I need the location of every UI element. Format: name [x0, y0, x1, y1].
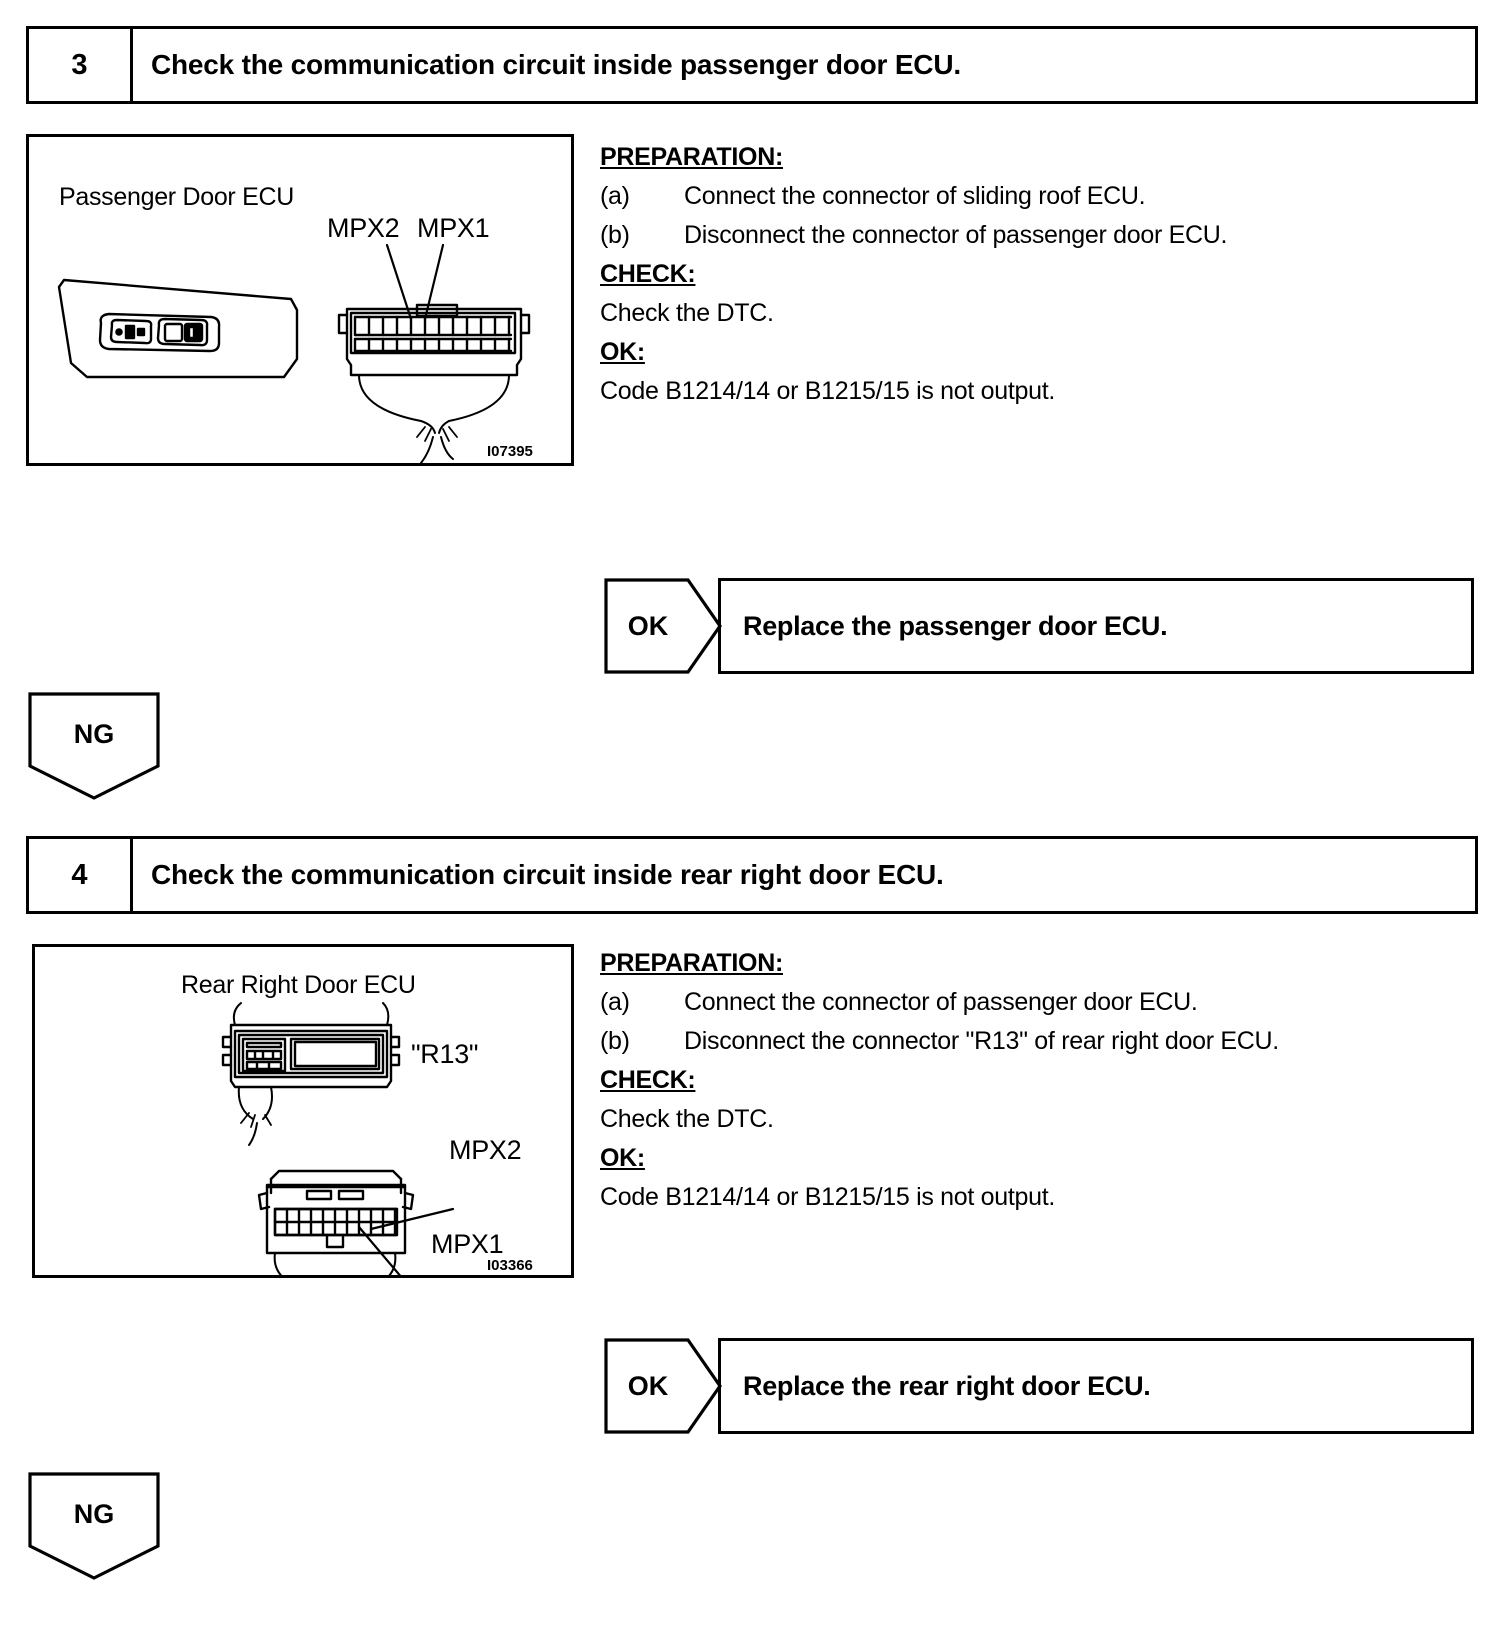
item-text: Disconnect the connector "R13" of rear r…: [684, 1027, 1279, 1055]
step-header-4: 4 Check the communication circuit inside…: [26, 836, 1478, 914]
figure-label-mpx1: MPX1: [431, 1229, 504, 1259]
preparation-item: (a) Connect the connector of sliding roo…: [600, 177, 1460, 216]
check-text: Check the DTC.: [600, 299, 774, 327]
ok-branch-step-3: OK Replace the passenger door ECU.: [604, 578, 1478, 674]
ok-tag-label: OK: [627, 1370, 669, 1401]
item-mark: (b): [600, 1027, 630, 1055]
ok-tag-label: OK: [627, 610, 669, 641]
figure-id: I03366: [487, 1257, 533, 1274]
preparation-heading: PREPARATION:: [600, 143, 783, 171]
ng-badge-label: NG: [73, 1498, 115, 1529]
preparation-item: (a) Connect the connector of passenger d…: [600, 983, 1480, 1022]
check-heading: CHECK:: [600, 1066, 696, 1094]
item-text: Connect the connector of sliding roof EC…: [684, 182, 1146, 210]
result-box: Replace the passenger door ECU.: [718, 578, 1474, 674]
rear-right-door-ecu-drawing: [221, 1002, 455, 1275]
figure-passenger-door-ecu: Passenger Door ECU MPX2 MPX1 I07395: [26, 134, 574, 466]
ok-text: Code B1214/14 or B1215/15 is not output.: [600, 1183, 1056, 1211]
check-heading: CHECK:: [600, 260, 696, 288]
passenger-door-ecu-drawing: [57, 243, 531, 463]
figure-label-mpx2: MPX2: [327, 213, 400, 243]
ng-arrow-shape: [28, 692, 160, 800]
ok-heading: OK:: [600, 338, 645, 366]
ng-badge-label: NG: [73, 718, 115, 749]
step-number: 3: [29, 29, 133, 101]
figure-label-mpx2: MPX2: [449, 1135, 522, 1165]
ok-branch-step-4: OK Replace the rear right door ECU.: [604, 1338, 1478, 1434]
step-title: Check the communication circuit inside r…: [151, 859, 944, 890]
result-box: Replace the rear right door ECU.: [718, 1338, 1474, 1434]
item-text: Disconnect the connector of passenger do…: [684, 221, 1228, 249]
instructions-step-3: PREPARATION: (a) Connect the connector o…: [600, 138, 1460, 411]
figure-label-r13: "R13": [411, 1039, 479, 1069]
figure-label-mpx1: MPX1: [417, 213, 490, 243]
ng-arrow-shape: [28, 1472, 160, 1580]
item-mark: (a): [600, 988, 630, 1016]
step-number: 4: [29, 839, 133, 911]
preparation-item: (b) Disconnect the connector "R13" of re…: [600, 1022, 1480, 1061]
check-text: Check the DTC.: [600, 1105, 774, 1133]
ok-tag: OK: [604, 578, 722, 674]
preparation-item: (b) Disconnect the connector of passenge…: [600, 216, 1460, 255]
item-text: Connect the connector of passenger door …: [684, 988, 1198, 1016]
figure-caption: Passenger Door ECU: [59, 183, 294, 211]
step-title: Check the communication circuit inside p…: [151, 49, 961, 80]
ok-heading: OK:: [600, 1144, 645, 1172]
ok-text: Code B1214/14 or B1215/15 is not output.: [600, 377, 1056, 405]
ng-badge-step-4: NG: [28, 1472, 160, 1582]
ok-arrow-shape: [604, 1338, 722, 1434]
figure-id: I07395: [487, 443, 533, 460]
ng-badge-step-3: NG: [28, 692, 160, 802]
preparation-heading: PREPARATION:: [600, 949, 783, 977]
item-mark: (b): [600, 221, 630, 249]
ok-tag: OK: [604, 1338, 722, 1434]
step-header-3: 3 Check the communication circuit inside…: [26, 26, 1478, 104]
figure-rear-right-door-ecu: Rear Right Door ECU "R13" MPX2 MPX1 I033…: [32, 944, 574, 1278]
item-mark: (a): [600, 182, 630, 210]
instructions-step-4: PREPARATION: (a) Connect the connector o…: [600, 944, 1480, 1217]
ok-arrow-shape: [604, 578, 722, 674]
figure-caption: Rear Right Door ECU: [181, 971, 416, 999]
